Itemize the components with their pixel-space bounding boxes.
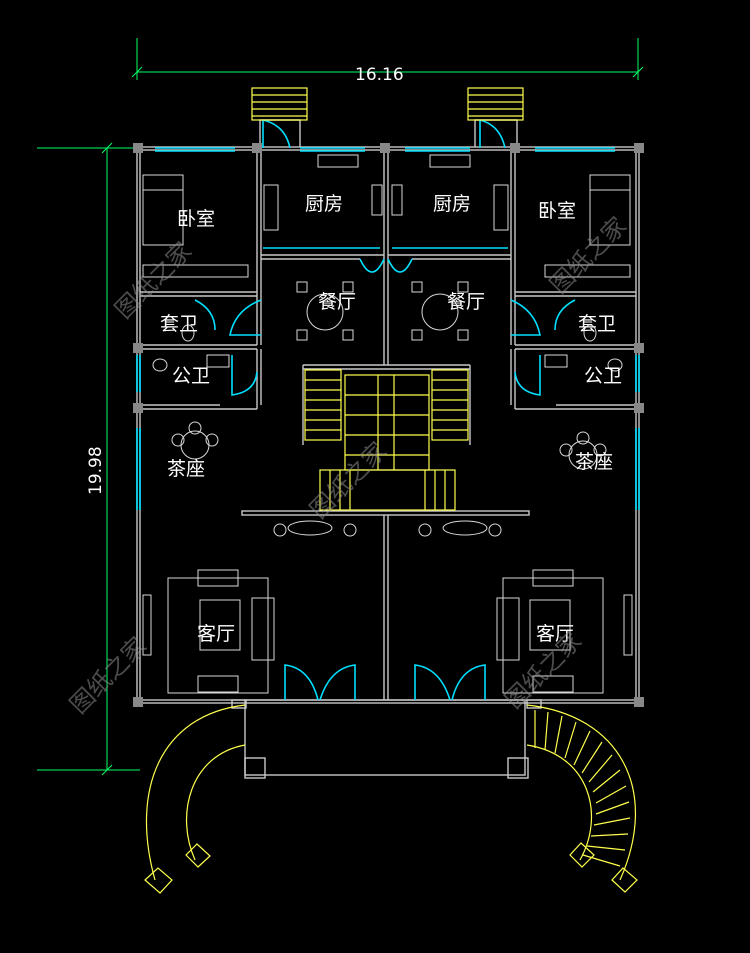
label-ensuite-right: 套卫 xyxy=(578,313,616,335)
label-bedroom-left: 卧室 xyxy=(177,208,215,230)
columns xyxy=(133,143,644,707)
height-dimension: 19.98 xyxy=(86,446,106,495)
watermark: 图纸之家 xyxy=(109,237,197,325)
room-labels: 卧室 卧室 厨房 厨房 餐厅 餐厅 套卫 套卫 公卫 公卫 茶座 茶座 客厅 客… xyxy=(160,193,622,645)
dimension-lines xyxy=(37,38,644,776)
label-tea-left: 茶座 xyxy=(167,458,205,480)
label-ensuite-left: 套卫 xyxy=(160,313,198,335)
label-kitchen-right: 厨房 xyxy=(433,193,471,215)
label-living-right: 客厅 xyxy=(536,623,574,645)
label-kitchen-left: 厨房 xyxy=(305,193,343,215)
label-living-left: 客厅 xyxy=(197,623,235,645)
label-dining-left: 餐厅 xyxy=(318,291,356,313)
width-dimension: 16.16 xyxy=(355,65,404,85)
label-public-bath-left: 公卫 xyxy=(172,365,210,387)
walls xyxy=(136,119,640,779)
label-public-bath-right: 公卫 xyxy=(584,365,622,387)
label-dining-right: 餐厅 xyxy=(447,291,485,313)
watermark: 图纸之家 xyxy=(544,212,632,300)
staircase[interactable] xyxy=(144,87,638,894)
windows xyxy=(136,119,640,701)
label-tea-right: 茶座 xyxy=(575,451,613,473)
furniture xyxy=(142,154,633,694)
label-bedroom-right: 卧室 xyxy=(538,200,576,222)
